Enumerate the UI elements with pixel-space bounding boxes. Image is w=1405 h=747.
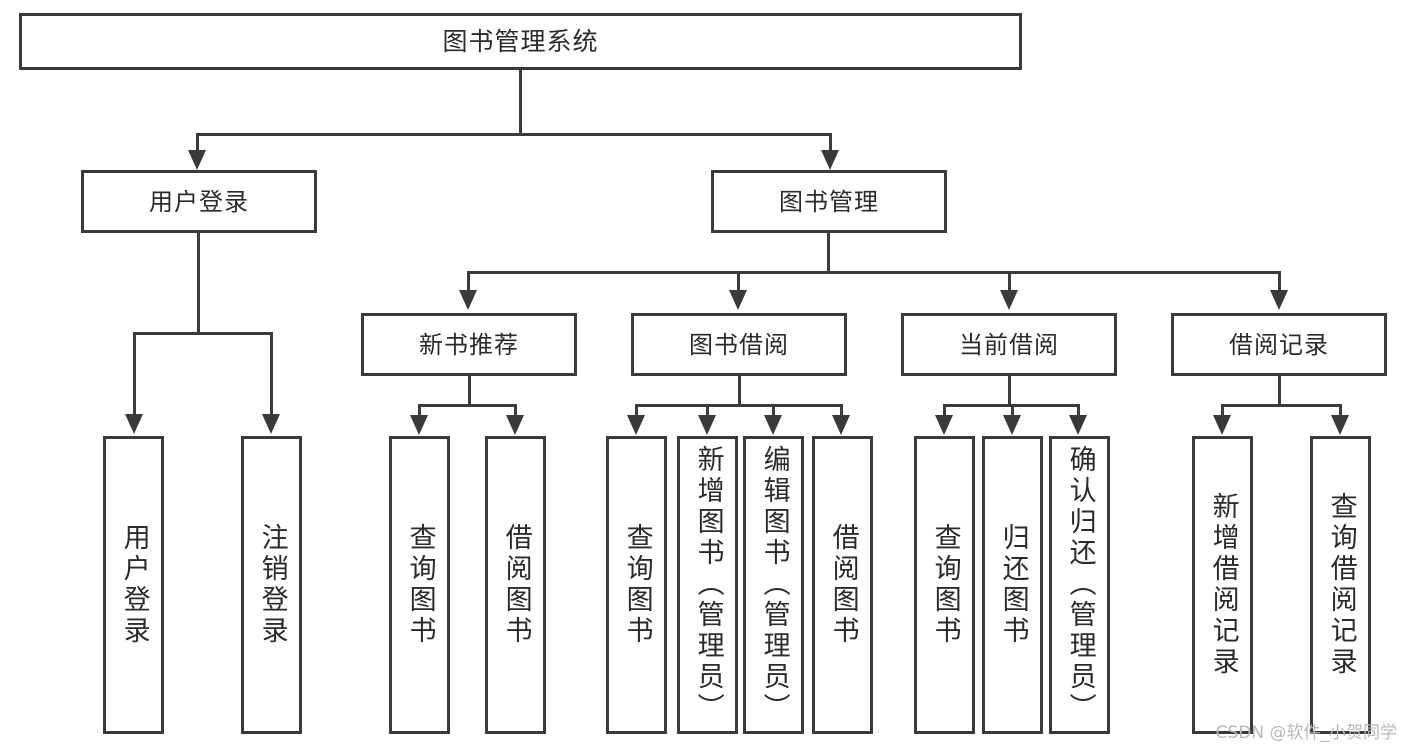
connector-bm-to-current-borrow bbox=[1008, 271, 1011, 293]
node-borrow-record[interactable]: 借阅记录 bbox=[1171, 313, 1387, 376]
connector-cb-stem bbox=[1008, 376, 1011, 406]
arrow-bb-to-edit-book bbox=[764, 415, 782, 435]
connector-nbr-to-borrow-book bbox=[514, 404, 517, 418]
node-label: 新增借阅记录 bbox=[1207, 492, 1239, 678]
arrow-cb-to-query-book bbox=[935, 415, 953, 435]
leaf-edit-book-admin[interactable]: 编辑图书（管理员） bbox=[743, 436, 804, 734]
arrow-br-to-query-record bbox=[1331, 415, 1349, 435]
node-label: 查询借阅记录 bbox=[1325, 492, 1357, 678]
connector-bb-to-edit-book bbox=[772, 404, 775, 418]
leaf-query-borrow-record[interactable]: 查询借阅记录 bbox=[1310, 436, 1371, 734]
arrow-bb-to-query-book bbox=[627, 415, 645, 435]
connector-root-stem bbox=[519, 70, 522, 135]
arrow-root-to-user-login bbox=[188, 150, 206, 170]
node-book-management-system[interactable]: 图书管理系统 bbox=[19, 13, 1022, 70]
node-user-login[interactable]: 用户登录 bbox=[81, 170, 317, 233]
connector-bb-bar bbox=[635, 404, 843, 407]
leaf-add-book-admin[interactable]: 新增图书（管理员） bbox=[677, 436, 738, 734]
arrow-cb-to-confirm-return bbox=[1069, 415, 1087, 435]
connector-nbr-to-query-book bbox=[418, 404, 421, 418]
node-label: 注销登录 bbox=[256, 523, 288, 647]
connector-book-manage-stem bbox=[827, 233, 830, 274]
connector-user-login-bar bbox=[133, 332, 270, 335]
arrow-cb-to-return-book bbox=[1003, 415, 1021, 435]
connector-root-to-book-manage bbox=[829, 133, 832, 154]
leaf-return-book[interactable]: 归还图书 bbox=[982, 436, 1043, 734]
node-label: 用户登录 bbox=[118, 523, 150, 647]
node-book-borrow[interactable]: 图书借阅 bbox=[631, 313, 847, 376]
node-label: 新书推荐 bbox=[419, 330, 519, 359]
node-label: 用户登录 bbox=[149, 187, 249, 216]
connector-user-login-to-leaf-login bbox=[133, 332, 136, 417]
connector-bb-to-query-book bbox=[635, 404, 638, 418]
arrow-br-to-add-record bbox=[1213, 415, 1231, 435]
arrow-bb-to-borrow-book bbox=[832, 415, 850, 435]
connector-nbr-bar bbox=[418, 404, 517, 407]
connector-root-bar bbox=[196, 133, 832, 136]
arrow-bm-to-book-borrow bbox=[729, 290, 747, 310]
node-label: 图书借阅 bbox=[689, 330, 789, 359]
connector-br-stem bbox=[1278, 376, 1281, 406]
arrow-bm-to-current-borrow bbox=[1000, 290, 1018, 310]
leaf-query-book-2[interactable]: 查询图书 bbox=[606, 436, 667, 734]
connector-bb-to-add-book bbox=[706, 404, 709, 418]
connector-bb-stem bbox=[738, 376, 741, 406]
node-label: 图书管理系统 bbox=[442, 27, 599, 56]
connector-cb-to-query-book bbox=[943, 404, 946, 418]
arrow-user-login-to-leaf-login bbox=[125, 414, 143, 434]
connector-cb-to-return-book bbox=[1011, 404, 1014, 418]
arrow-nbr-to-borrow-book bbox=[506, 415, 524, 435]
connector-bm-to-book-borrow bbox=[737, 271, 740, 293]
connector-br-to-query-record bbox=[1339, 404, 1342, 418]
node-label: 新增图书（管理员） bbox=[692, 445, 724, 724]
node-label: 归还图书 bbox=[997, 523, 1029, 647]
node-label: 编辑图书（管理员） bbox=[758, 445, 790, 724]
arrow-bb-to-add-book bbox=[698, 415, 716, 435]
arrow-nbr-to-query-book bbox=[410, 415, 428, 435]
node-new-book-recommend[interactable]: 新书推荐 bbox=[361, 313, 577, 376]
connector-root-to-user-login bbox=[196, 133, 199, 154]
arrow-bm-to-new-book-rec bbox=[459, 290, 477, 310]
leaf-logout[interactable]: 注销登录 bbox=[241, 436, 302, 734]
node-label: 当前借阅 bbox=[959, 330, 1059, 359]
leaf-add-borrow-record[interactable]: 新增借阅记录 bbox=[1192, 436, 1253, 734]
leaf-user-login[interactable]: 用户登录 bbox=[103, 436, 164, 734]
connector-cb-to-confirm-return bbox=[1077, 404, 1080, 418]
connector-user-login-stem bbox=[197, 233, 200, 335]
node-label: 查询图书 bbox=[404, 523, 436, 647]
node-label: 确认归还（管理员） bbox=[1064, 445, 1096, 724]
connector-bm-to-borrow-record bbox=[1278, 271, 1281, 293]
node-label: 借阅记录 bbox=[1229, 330, 1329, 359]
arrow-bm-to-borrow-record bbox=[1270, 290, 1288, 310]
node-label: 图书管理 bbox=[779, 187, 879, 216]
connector-br-bar bbox=[1221, 404, 1342, 407]
node-current-borrow[interactable]: 当前借阅 bbox=[901, 313, 1117, 376]
connector-br-to-add-record bbox=[1221, 404, 1224, 418]
node-book-management[interactable]: 图书管理 bbox=[711, 170, 947, 233]
leaf-query-book-3[interactable]: 查询图书 bbox=[914, 436, 975, 734]
connector-nbr-stem bbox=[468, 376, 471, 406]
leaf-confirm-return-admin[interactable]: 确认归还（管理员） bbox=[1049, 436, 1110, 734]
node-label: 借阅图书 bbox=[500, 523, 532, 647]
node-label: 查询图书 bbox=[621, 523, 653, 647]
connector-book-manage-bar bbox=[467, 271, 1281, 274]
leaf-borrow-book-1[interactable]: 借阅图书 bbox=[485, 436, 546, 734]
connector-bb-to-borrow-book bbox=[840, 404, 843, 418]
node-label: 查询图书 bbox=[929, 523, 961, 647]
leaf-query-book-1[interactable]: 查询图书 bbox=[389, 436, 450, 734]
node-label: 借阅图书 bbox=[827, 523, 859, 647]
connector-bm-to-new-book-rec bbox=[467, 271, 470, 293]
leaf-borrow-book-2[interactable]: 借阅图书 bbox=[812, 436, 873, 734]
arrow-user-login-to-leaf-logout bbox=[262, 414, 280, 434]
connector-user-login-to-leaf-logout bbox=[270, 332, 273, 417]
arrow-root-to-book-manage bbox=[821, 150, 839, 170]
